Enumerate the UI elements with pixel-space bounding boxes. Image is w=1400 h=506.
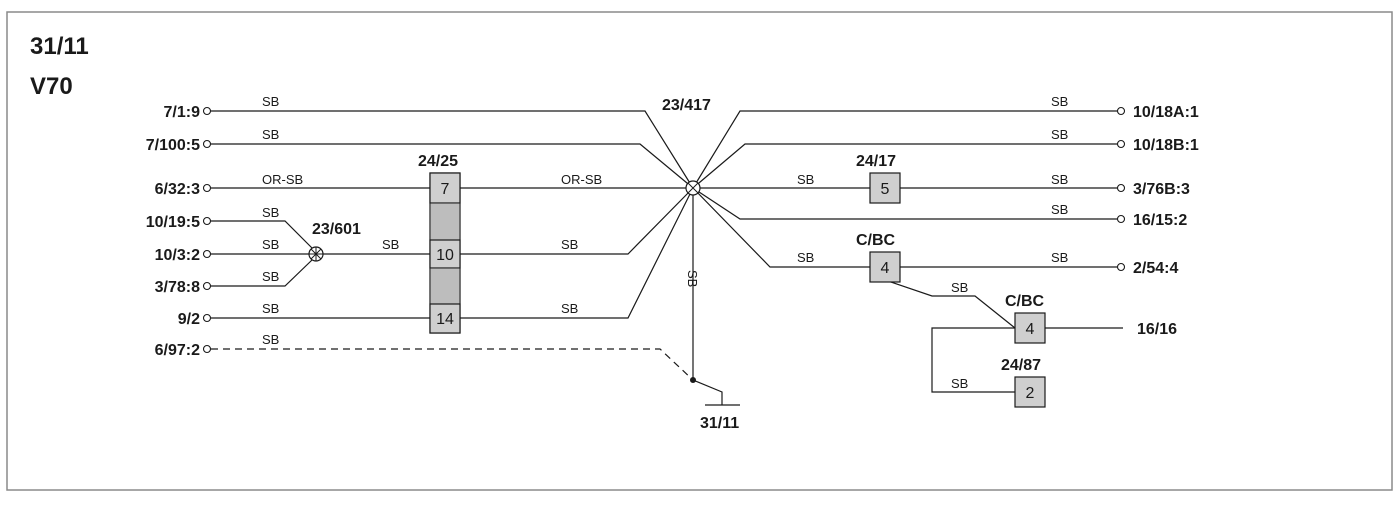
terminal-right-1: 10/18A:1 <box>1133 104 1199 121</box>
svg-text:SB: SB <box>1051 202 1068 217</box>
connector-24-25-label: 24/25 <box>418 153 458 170</box>
terminal-right-4: 16/15:2 <box>1133 212 1187 229</box>
svg-text:SB: SB <box>685 270 700 287</box>
connector-cbc-upper-label: C/BC <box>856 232 896 249</box>
connector-cbc-lower <box>1014 312 1046 344</box>
svg-text:SB: SB <box>797 172 814 187</box>
connector-24-87-label: 24/87 <box>1001 357 1041 374</box>
svg-text:SB: SB <box>951 280 968 295</box>
ground-point-label: 31/11 <box>700 415 739 432</box>
svg-text:SB: SB <box>262 332 279 347</box>
terminal-left-8: 6/97:2 <box>155 342 200 359</box>
connector-cbc-lower-label: C/BC <box>1005 293 1045 310</box>
svg-text:SB: SB <box>262 94 279 109</box>
diagram-model: V70 <box>30 73 73 100</box>
connector-cbc-lower-pin: 4 <box>1026 321 1035 338</box>
connector-cbc-upper <box>869 251 901 283</box>
diagram-frame <box>6 11 1393 491</box>
connector-24-87-pin: 2 <box>1026 385 1035 402</box>
svg-text:SB: SB <box>1051 94 1068 109</box>
wires <box>211 110 1123 406</box>
terminal-right-3: 3/76B:3 <box>1133 181 1190 198</box>
svg-text:SB: SB <box>1051 127 1068 142</box>
left-terminal-rings <box>202 106 212 354</box>
svg-text:SB: SB <box>1051 250 1068 265</box>
svg-text:SB: SB <box>951 376 968 391</box>
connector-24-25-pin-14: 14 <box>436 311 454 328</box>
terminal-left-4: 10/19:5 <box>146 214 200 231</box>
terminal-left-3: 6/32:3 <box>155 181 200 198</box>
connector-24-25 <box>429 172 461 334</box>
connector-24-17 <box>869 172 901 204</box>
svg-text:SB: SB <box>262 237 279 252</box>
connector-24-17-label: 24/17 <box>856 153 896 170</box>
right-terminal-rings <box>1116 106 1126 272</box>
svg-text:SB: SB <box>797 250 814 265</box>
terminal-right-5: 2/54:4 <box>1133 260 1178 277</box>
svg-text:SB: SB <box>561 237 578 252</box>
terminal-right-6: 16/16 <box>1137 321 1177 338</box>
terminal-right-2: 10/18B:1 <box>1133 137 1199 154</box>
connector-24-17-pin: 5 <box>881 181 890 198</box>
terminal-left-7: 9/2 <box>178 311 200 328</box>
svg-text:SB: SB <box>382 237 399 252</box>
svg-text:SB: SB <box>262 127 279 142</box>
connector-24-25-pin-7: 7 <box>441 181 450 198</box>
splice-23-601 <box>308 246 324 262</box>
svg-text:SB: SB <box>262 301 279 316</box>
svg-text:OR-SB: OR-SB <box>262 172 303 187</box>
svg-text:SB: SB <box>1051 172 1068 187</box>
svg-text:SB: SB <box>561 301 578 316</box>
svg-text:OR-SB: OR-SB <box>561 172 602 187</box>
terminal-left-1: 7/1:9 <box>164 104 201 121</box>
splice-23-417 <box>685 180 701 196</box>
splice-23-417-label: 23/417 <box>662 97 711 114</box>
diagram-title: 31/11 <box>30 33 89 60</box>
terminal-left-2: 7/100:5 <box>146 137 200 154</box>
svg-text:SB: SB <box>262 205 279 220</box>
splice-23-601-label: 23/601 <box>312 221 361 238</box>
connector-24-25-pin-10: 10 <box>436 247 454 264</box>
wire-labels: SB SB OR-SB SB SB SB SB SB SB OR-SB SB S… <box>262 94 1068 391</box>
ground-junction-dot <box>690 377 696 383</box>
connector-cbc-upper-pin: 4 <box>881 260 890 277</box>
svg-text:SB: SB <box>262 269 279 284</box>
terminal-left-5: 10/3:2 <box>155 247 200 264</box>
connector-24-87 <box>1014 376 1046 408</box>
terminal-left-6: 3/78:8 <box>155 279 200 296</box>
